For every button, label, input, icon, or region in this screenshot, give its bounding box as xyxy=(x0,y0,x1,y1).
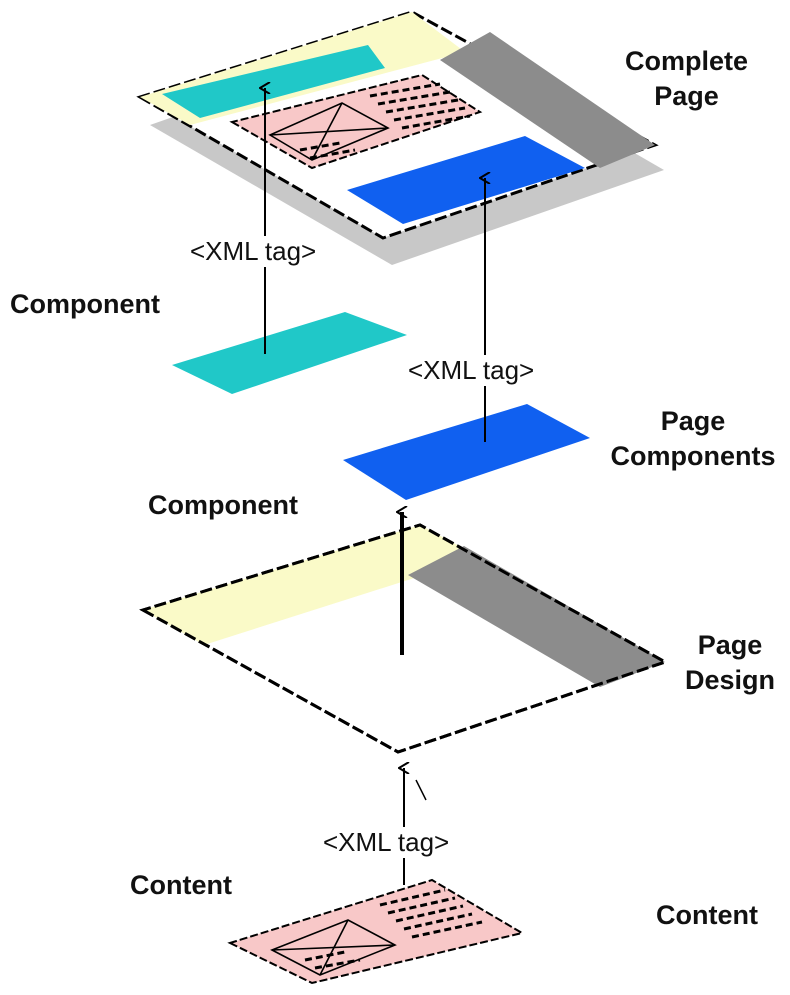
complete-page-blue-component xyxy=(347,136,585,224)
complete-page-cyan-component xyxy=(162,45,385,118)
complete-page-label-line1: Complete xyxy=(624,46,749,76)
xml-tag-label-bottom: <XML tag> xyxy=(323,827,450,858)
content-text-lines xyxy=(304,888,483,970)
page-design-label: Page Design xyxy=(680,628,780,698)
complete-page-content-card xyxy=(229,73,483,170)
complete-page-label: Complete Page xyxy=(624,44,749,114)
page-component-blue xyxy=(343,404,590,500)
page-components-label: Page Components xyxy=(608,404,778,474)
complete-page-image-placeholder xyxy=(268,102,390,161)
content-right-label: Content xyxy=(656,900,758,930)
content-layer xyxy=(227,878,525,985)
page-components-label-line2: Components xyxy=(610,441,776,472)
component-cyan xyxy=(172,312,407,394)
component-mid-label: Component xyxy=(148,490,298,520)
page-design-label-line2: Design xyxy=(684,665,776,696)
xml-tag-label-top: <XML tag> xyxy=(190,236,317,267)
content-card xyxy=(227,878,525,985)
complete-page-layer xyxy=(136,10,664,265)
xml-tag-label-middle: <XML tag> xyxy=(408,355,535,386)
component-top-label: Component xyxy=(10,289,160,319)
complete-page-label-line2: Page xyxy=(654,81,719,112)
complete-page-sidebar xyxy=(440,32,655,168)
page-design-label-line1: Page xyxy=(697,630,763,660)
page-components-label-line1: Page xyxy=(660,406,726,436)
page-design-header-band xyxy=(143,525,480,645)
arrow-tick-mark xyxy=(415,779,427,801)
complete-page-text-lines xyxy=(299,82,471,160)
content-image-placeholder xyxy=(270,919,397,976)
page-design-sidebar xyxy=(408,546,665,687)
content-left-label: Content xyxy=(130,870,232,900)
